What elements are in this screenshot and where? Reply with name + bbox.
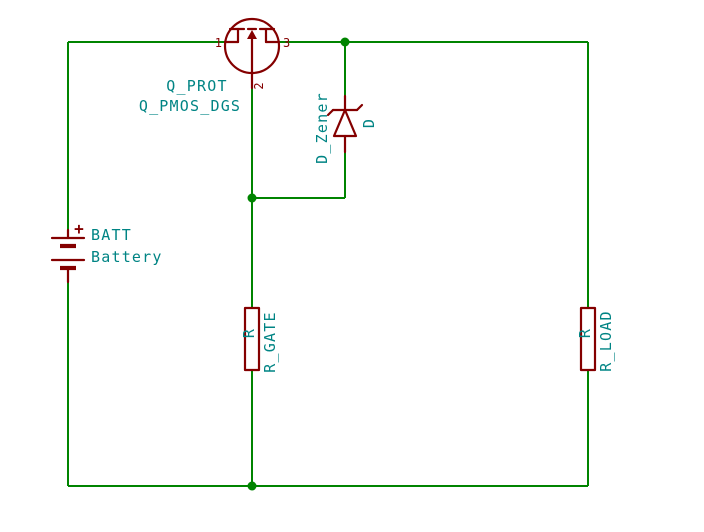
mosfet-value-label[interactable]: Q_PMOS_DGS <box>139 97 241 115</box>
r-gate-symbol[interactable]: R R_GATE <box>240 306 279 373</box>
mosfet-pin3-number: 3 <box>283 36 290 50</box>
junction-dot-bottom[interactable] <box>247 481 257 491</box>
r-load-symbol[interactable]: R R_LOAD <box>576 306 615 372</box>
junction-dot-gate[interactable] <box>247 193 257 203</box>
r-gate-ref-label[interactable]: R_GATE <box>261 311 279 372</box>
zener-value-label[interactable]: D <box>360 118 378 128</box>
battery-value-label[interactable]: Battery <box>91 248 163 266</box>
junctions <box>247 37 350 491</box>
battery-symbol[interactable]: + BATT Battery <box>50 219 163 284</box>
mosfet-pin1-number: 1 <box>215 36 222 50</box>
mosfet-pin2-number: 2 <box>252 82 266 89</box>
r-load-body <box>579 306 597 372</box>
r-gate-value-label[interactable]: R <box>240 328 258 338</box>
r-load-ref-label[interactable]: R_LOAD <box>597 310 615 371</box>
mosfet-symbol[interactable]: 1 3 2 Q_PROT Q_PMOS_DGS <box>139 17 290 115</box>
battery-plus-sign: + <box>74 219 84 238</box>
junction-dot-top[interactable] <box>340 37 350 47</box>
r-load-value-label[interactable]: R <box>576 328 594 338</box>
wires <box>67 41 589 487</box>
battery-ref-label[interactable]: BATT <box>91 226 132 244</box>
mosfet-arrow <box>247 30 257 39</box>
zener-wing-left <box>326 108 335 117</box>
mosfet-ref-label[interactable]: Q_PROT <box>166 77 227 95</box>
zener-diode-symbol[interactable]: D_Zener D <box>313 92 378 164</box>
zener-ref-label[interactable]: D_Zener <box>313 92 331 164</box>
r-gate-body <box>243 306 261 372</box>
zener-wing-right <box>355 103 364 112</box>
